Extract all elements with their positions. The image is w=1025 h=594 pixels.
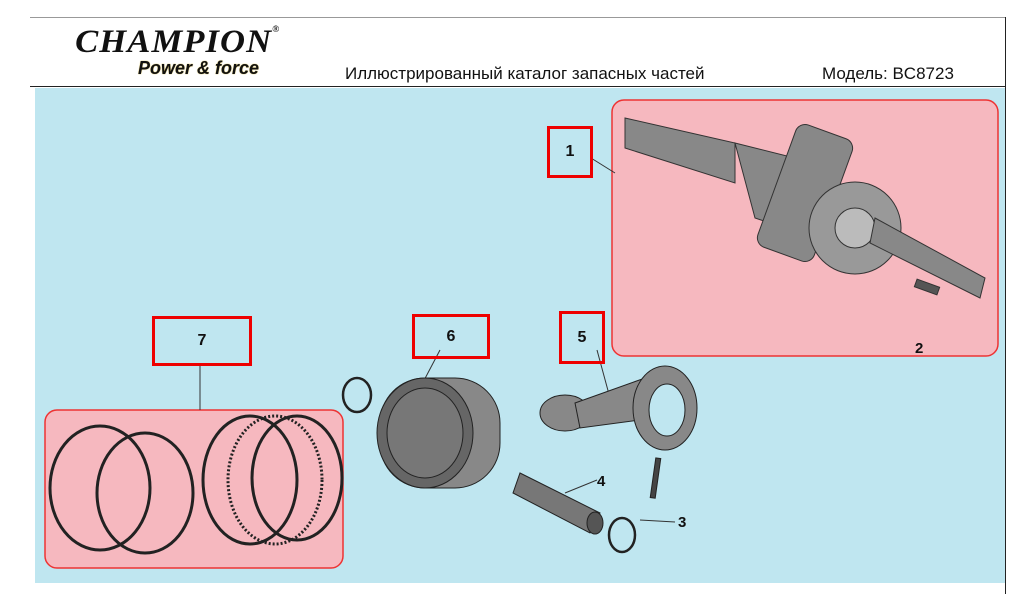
callout-5[interactable]: 5: [559, 311, 605, 364]
logo-tagline: Power & force: [138, 58, 260, 78]
page-right-border: [1005, 17, 1006, 594]
callout-6[interactable]: 6: [412, 314, 490, 359]
parts-diagram: 1 2 3 4 5 6 7: [35, 88, 1005, 583]
pin-drawing: [512, 472, 637, 554]
parts-illustration: [44, 99, 999, 569]
callout-7[interactable]: 7: [152, 316, 252, 366]
callout-1[interactable]: 1: [547, 126, 593, 178]
champion-logo: CHAMPION® Power & force: [75, 24, 279, 78]
piston-rings-drawing: [48, 414, 344, 555]
catalog-title: Иллюстрированный каталог запасных частей: [345, 64, 705, 83]
label-3[interactable]: 3: [678, 514, 687, 531]
crankshaft-drawing: [624, 117, 986, 299]
page-top-border: [30, 17, 1006, 18]
connecting-rod-drawing: [539, 365, 698, 499]
header-divider: [30, 86, 1006, 87]
model-label: Модель: BC8723: [822, 64, 954, 83]
label-4[interactable]: 4: [597, 473, 606, 490]
label-2[interactable]: 2: [915, 340, 924, 357]
piston-drawing: [341, 376, 501, 489]
logo-brand: CHAMPION®: [75, 24, 281, 60]
